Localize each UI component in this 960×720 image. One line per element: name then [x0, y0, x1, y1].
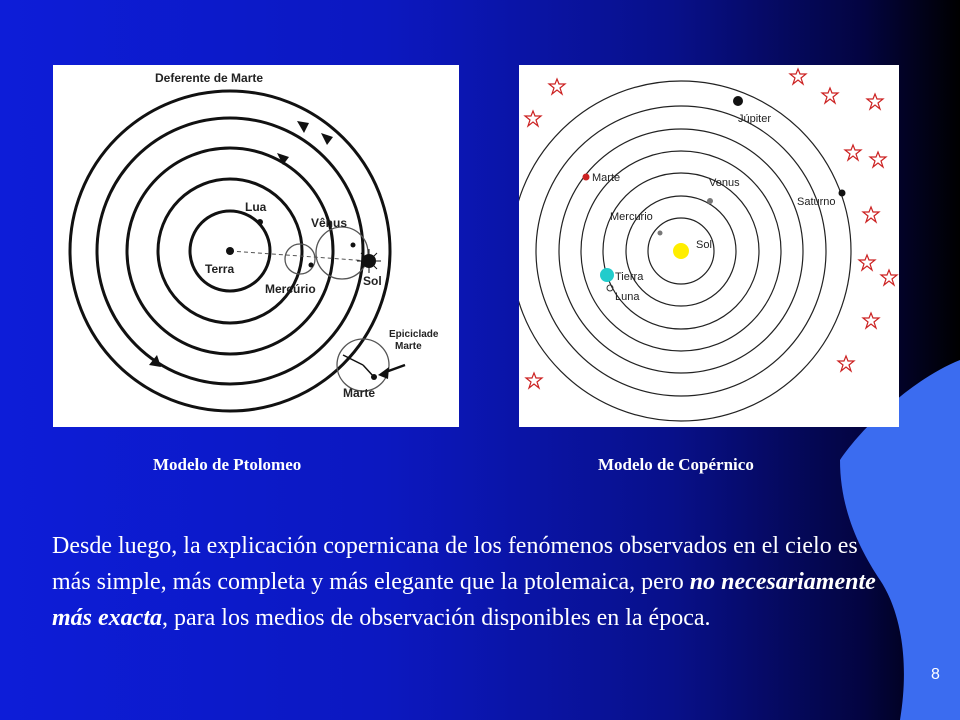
copernicus-diagram: Júpiter Marte Venus Saturno Mercurio Sol…	[519, 65, 899, 427]
star-icon	[865, 92, 885, 111]
saturn-label: Saturno	[797, 196, 836, 208]
mercury-dot	[657, 230, 663, 236]
star-icon	[879, 268, 899, 287]
body-text-emphasis: no necesariamente más exacta	[52, 569, 876, 631]
star-icon	[861, 311, 881, 330]
epicycle-label-line1: Epiciclade	[389, 329, 439, 340]
deferent-label: Deferente de Marte	[155, 71, 263, 85]
body-text-before: Desde luego, la explicación copernicana …	[52, 533, 858, 595]
star-icon	[523, 109, 543, 128]
star-icon	[861, 205, 881, 224]
mercury-label-cop: Mercurio	[610, 211, 653, 223]
mercury-label: Mercúrio	[265, 282, 316, 296]
ptolemy-diagram-svg: Deferente de Marte Lua Vênus Terra Mercú…	[68, 71, 439, 413]
page-number: 8	[931, 666, 940, 683]
sun-dot	[673, 243, 689, 259]
star-icon	[868, 150, 888, 169]
body-text-after: , para los medios de observación disponi…	[161, 605, 711, 631]
star-icon	[547, 77, 567, 96]
sun-label-cop: Sol	[696, 239, 712, 251]
copernicus-caption: Modelo de Copérnico	[598, 455, 754, 474]
star-icon	[836, 354, 856, 373]
saturn-dot	[838, 189, 846, 197]
venus-label: Vênus	[311, 216, 347, 230]
sun-label: Sol	[363, 274, 382, 288]
earth-label-cop: Tierra	[615, 271, 644, 283]
moon-dot	[606, 284, 614, 292]
epicycle-label-line2: Marte	[395, 341, 422, 352]
ptolemy-diagram: Deferente de Marte Lua Vênus Terra Mercú…	[53, 65, 459, 427]
venus-dot	[707, 198, 713, 204]
star-icon	[788, 67, 808, 86]
star-icon	[524, 371, 544, 390]
body-paragraph: Desde luego, la explicación copernicana …	[52, 528, 892, 636]
moon-label: Lua	[245, 200, 267, 214]
mars-label: Marte	[343, 386, 375, 400]
copernicus-diagram-svg: Júpiter Marte Venus Saturno Mercurio Sol…	[519, 67, 899, 422]
star-icon	[857, 253, 877, 272]
star-icon	[843, 143, 863, 162]
ptolemy-caption: Modelo de Ptolomeo	[153, 455, 302, 474]
mars-dot	[582, 173, 590, 181]
venus-label-cop: Venus	[709, 177, 740, 189]
decorative-corner-shape	[840, 360, 960, 720]
earth-dot	[600, 268, 614, 282]
jupiter-dot	[733, 96, 743, 106]
mars-label-cop: Marte	[592, 172, 620, 184]
moon-label-cop: Luna	[615, 291, 640, 303]
jupiter-label: Júpiter	[738, 113, 771, 125]
star-icon	[820, 86, 840, 105]
earth-label: Terra	[205, 262, 234, 276]
